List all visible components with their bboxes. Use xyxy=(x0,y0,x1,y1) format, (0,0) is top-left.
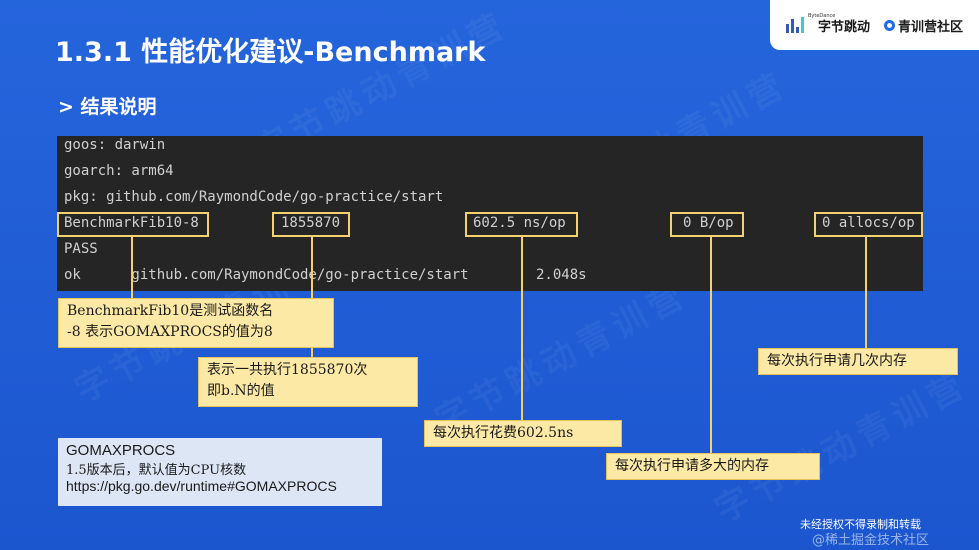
note-benchmark-name-line2: -8 表示GOMAXPROCS的值为8 xyxy=(67,324,273,340)
terminal-line-pkg: pkg: github.com/RaymondCode/go-practice/… xyxy=(64,189,444,205)
bench-iterations: 1855870 xyxy=(281,215,341,231)
page-title: 1.3.1 性能优化建议-Benchmark xyxy=(55,37,486,68)
bytedance-logo-icon xyxy=(786,17,804,33)
note-b-op: 每次执行申请多大的内存 xyxy=(606,453,820,480)
terminal-line-goarch: goarch: arm64 xyxy=(64,163,174,179)
note-iterations-line2: 即b.N的值 xyxy=(207,383,275,399)
youth-camp-logo: 青训营社区 xyxy=(884,16,963,35)
connector-benchmark-name xyxy=(131,237,133,301)
connector-allocs-op xyxy=(865,237,867,349)
note-allocs-op: 每次执行申请几次内存 xyxy=(758,348,958,375)
highlight-iterations xyxy=(272,212,350,237)
bytedance-logo-small-text: ByteDance xyxy=(808,13,836,19)
note-iterations-line1: 表示一共执行1855870次 xyxy=(207,362,368,378)
connector-ns-op xyxy=(521,237,523,421)
terminal-line-pass: PASS xyxy=(64,241,98,257)
highlight-benchmark-name xyxy=(57,212,209,237)
terminal-line-goos: goos: darwin xyxy=(64,137,166,153)
highlight-allocs-op xyxy=(814,212,923,237)
note-iterations: 表示一共执行1855870次 即b.N的值 xyxy=(198,357,418,407)
highlight-ns-op xyxy=(465,212,578,237)
bench-b-op: 0 B/op xyxy=(683,215,734,231)
terminal-line-ok: ok github.com/RaymondCode/go-practice/st… xyxy=(64,267,587,283)
brand-logo: 字节跳动 青训营社区 xyxy=(770,0,979,50)
bench-allocs-op: 0 allocs/op xyxy=(822,215,915,231)
watermark-4: 字节跳动青训营 xyxy=(428,274,695,441)
note-benchmark-name: BenchmarkFib10是测试函数名 -8 表示GOMAXPROCS的值为8 xyxy=(58,298,334,348)
gomaxprocs-link[interactable]: https://pkg.go.dev/runtime#GOMAXPROCS xyxy=(66,478,337,494)
connector-b-op xyxy=(710,237,712,453)
youth-camp-logo-text: 青训营社区 xyxy=(898,19,964,35)
connector-iterations xyxy=(311,237,313,357)
bench-ns-op: 602.5 ns/op xyxy=(473,215,566,231)
bench-name: BenchmarkFib10-8 xyxy=(64,215,199,231)
highlight-b-op xyxy=(670,212,744,237)
gomaxprocs-title: GOMAXPROCS xyxy=(66,442,176,459)
gomaxprocs-info: GOMAXPROCS 1.5版本后，默认值为CPU核数 https://pkg.… xyxy=(58,438,382,506)
note-ns-op: 每次执行花费602.5ns xyxy=(424,420,622,447)
bytedance-logo-text: 字节跳动 xyxy=(818,19,871,35)
youth-camp-logo-icon xyxy=(884,19,896,31)
copyright-notice: 未经授权不得录制和转载 xyxy=(800,518,921,531)
gomaxprocs-desc: 1.5版本后，默认值为CPU核数 xyxy=(66,463,247,478)
juejin-watermark: @稀土掘金技术社区 xyxy=(812,533,930,548)
terminal-output: goos: darwin goarch: arm64 pkg: github.c… xyxy=(57,136,923,291)
note-benchmark-name-line1: BenchmarkFib10是测试函数名 xyxy=(67,303,274,319)
watermark-5: 字节跳动青训营 xyxy=(708,364,975,531)
section-subtitle: > 结果说明 xyxy=(58,96,157,118)
